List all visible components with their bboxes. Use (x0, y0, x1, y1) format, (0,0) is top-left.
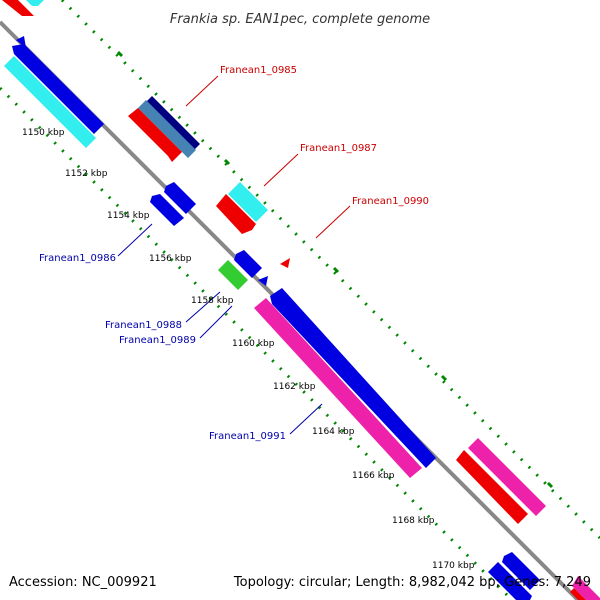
accession-text: Accession: NC_009921 (9, 575, 157, 590)
gene-blue-small-top (16, 36, 26, 48)
gene-0987-cyan (228, 182, 268, 222)
tick-labels: 1150 kbp 1152 kbp 1154 kbp 1156 kbp 1158… (22, 128, 475, 571)
label-franean1-0988: Franean1_0988 (105, 320, 182, 331)
gene-0988-blue (234, 250, 262, 278)
gene-red-bottom (570, 588, 586, 600)
gene-0991-blue (270, 288, 436, 468)
gene-pink-bottom (572, 576, 600, 600)
gene-pink-right (468, 438, 546, 516)
gene-cyan-left (4, 56, 96, 148)
reverse-gene-labels: Franean1_0986 Franean1_0988 Franean1_098… (39, 223, 323, 442)
gene-0984-red (128, 108, 182, 162)
gene-0991-pink (254, 298, 422, 478)
map-title: Frankia sp. EAN1pec, complete genome (170, 12, 430, 27)
track-outer-dotted (60, 0, 600, 540)
gene-0985-steel (138, 100, 196, 158)
gene-blue-left (12, 44, 104, 134)
tick-1158: 1158 kbp (191, 296, 234, 306)
label-franean1-0990: Franean1_0990 (352, 196, 429, 207)
tick-1164: 1164 kbp (312, 427, 355, 437)
forward-gene-labels: Franean1_0985 Franean1_0987 Franean1_099… (185, 65, 429, 239)
tick-1152: 1152 kbp (65, 169, 108, 179)
track-outer-dashes (116, 50, 554, 489)
tick-1156: 1156 kbp (149, 254, 192, 264)
gene-blue-bottom-a (502, 552, 540, 590)
tick-1150: 1150 kbp (22, 128, 65, 138)
label-franean1-0986: Franean1_0986 (39, 253, 116, 264)
tick-1168: 1168 kbp (392, 516, 435, 526)
gene-0990-red (216, 194, 256, 234)
label-franean1-0989: Franean1_0989 (119, 335, 196, 346)
label-franean1-0991: Franean1_0991 (209, 431, 286, 442)
tick-1160: 1160 kbp (232, 339, 275, 349)
label-franean1-0985: Franean1_0985 (220, 65, 297, 76)
gene-small-red-arrow (280, 258, 290, 268)
gene-0988-blue-small (258, 276, 268, 286)
gene-cyan-top (26, 0, 44, 6)
gene-red-top (2, 0, 34, 16)
label-franean1-0987: Franean1_0987 (300, 143, 377, 154)
tick-1162: 1162 kbp (273, 382, 316, 392)
gene-red-right (456, 450, 528, 524)
tick-1170: 1170 kbp (432, 561, 475, 571)
gene-0989-green (218, 260, 248, 290)
genome-summary-text: Topology: circular; Length: 8,982,042 bp… (233, 575, 591, 590)
reverse-genes (4, 36, 540, 600)
gene-0986-blue-b (150, 194, 184, 226)
tick-1154: 1154 kbp (107, 211, 150, 221)
gene-0986-blue-a (164, 182, 196, 214)
tick-1166: 1166 kbp (352, 471, 395, 481)
gene-blue-bottom-b (488, 562, 532, 600)
